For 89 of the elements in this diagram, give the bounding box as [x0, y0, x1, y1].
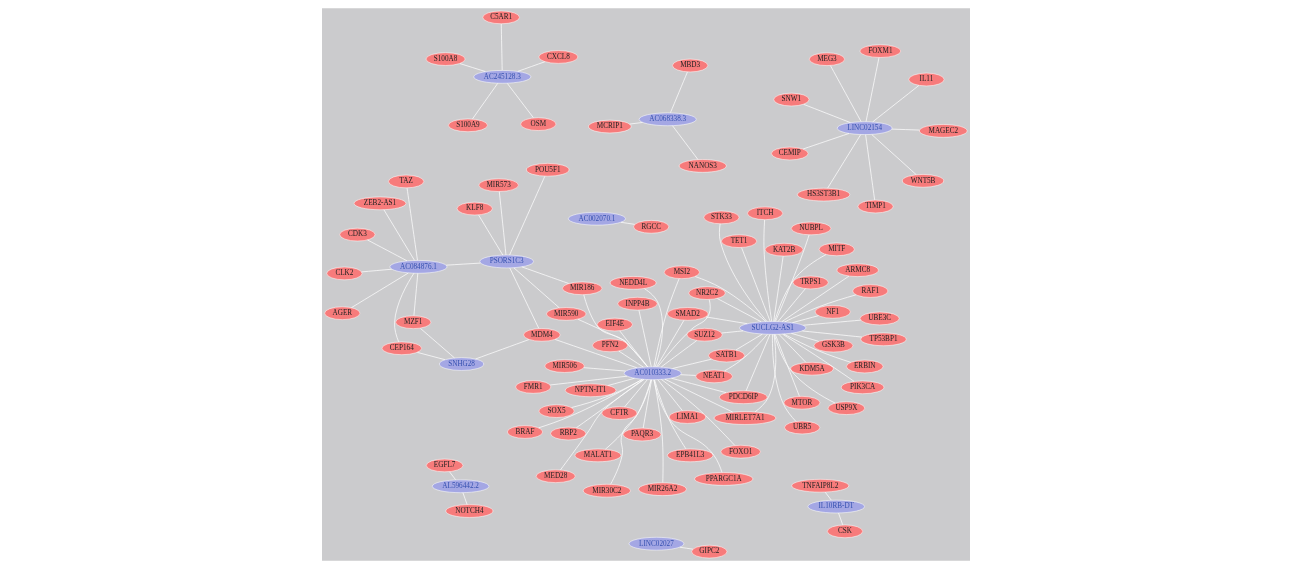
- connector: [773, 254, 826, 322]
- connector: [448, 471, 456, 481]
- connector: [583, 367, 626, 372]
- connector: [837, 512, 843, 526]
- connector: [829, 65, 861, 122]
- connector: [865, 57, 879, 122]
- connector: [802, 133, 849, 150]
- connector: [653, 379, 722, 473]
- connector: [643, 288, 663, 367]
- connector: [575, 379, 644, 428]
- connector: [791, 315, 819, 324]
- connector: [890, 128, 920, 131]
- connector: [653, 278, 679, 368]
- connector: [784, 294, 856, 323]
- connector: [718, 223, 767, 322]
- connector: [500, 23, 503, 71]
- connector: [871, 134, 917, 175]
- connector: [790, 332, 819, 342]
- connector: [508, 267, 539, 329]
- connector: [716, 298, 761, 323]
- connector: [664, 378, 733, 413]
- connector: [871, 85, 919, 123]
- connector: [745, 334, 770, 392]
- connector: [638, 309, 652, 367]
- connector: [657, 379, 683, 411]
- connector: [694, 276, 766, 322]
- connector: [669, 71, 688, 114]
- connector: [471, 83, 498, 120]
- connector: [763, 219, 772, 322]
- connector: [366, 239, 407, 262]
- connector: [393, 272, 414, 343]
- connector: [642, 379, 652, 429]
- connector: [778, 333, 806, 363]
- connector: [678, 546, 693, 550]
- connector: [628, 122, 643, 125]
- connector: [462, 492, 467, 505]
- connector: [559, 379, 644, 471]
- connector: [445, 262, 481, 266]
- connector: [607, 377, 635, 386]
- connector: [774, 334, 800, 397]
- connector: [705, 316, 748, 325]
- connector: [459, 63, 486, 72]
- connector: [754, 334, 776, 413]
- connector: [619, 330, 648, 368]
- connector: [655, 319, 684, 368]
- connector: [419, 328, 455, 359]
- connector: [774, 234, 809, 322]
- connector: [474, 339, 529, 360]
- connector: [772, 256, 783, 322]
- connector: [582, 294, 648, 368]
- connector: [720, 330, 743, 334]
- connector: [570, 379, 643, 408]
- connector: [520, 266, 569, 284]
- connector: [604, 379, 652, 450]
- connector: [508, 175, 545, 256]
- connector: [735, 333, 763, 351]
- connector: [679, 374, 696, 376]
- connector: [826, 134, 861, 189]
- connector: [506, 83, 534, 118]
- connector: [620, 221, 635, 225]
- connector: [802, 104, 851, 123]
- connector: [801, 330, 862, 338]
- connector: [777, 288, 806, 322]
- connector: [771, 334, 796, 422]
- connector: [864, 134, 875, 201]
- connector: [723, 334, 768, 372]
- connector: [671, 125, 698, 160]
- connector: [360, 268, 392, 273]
- connector: [618, 350, 644, 368]
- connector: [653, 379, 686, 450]
- connector: [670, 377, 726, 394]
- connector: [660, 340, 697, 368]
- connector: [413, 273, 418, 316]
- connector: [623, 379, 648, 408]
- connector: [383, 209, 415, 261]
- connector: [660, 379, 735, 446]
- connector: [653, 379, 663, 483]
- connector: [802, 319, 861, 326]
- connector: [513, 267, 560, 309]
- connector: [498, 191, 506, 256]
- connector: [609, 379, 651, 485]
- connector: [671, 358, 712, 369]
- connector: [740, 247, 771, 322]
- connector: [824, 491, 832, 501]
- connector: [477, 214, 503, 256]
- connector: [406, 187, 418, 261]
- connector: [350, 272, 409, 308]
- connector: [517, 61, 545, 72]
- connector: [416, 352, 445, 361]
